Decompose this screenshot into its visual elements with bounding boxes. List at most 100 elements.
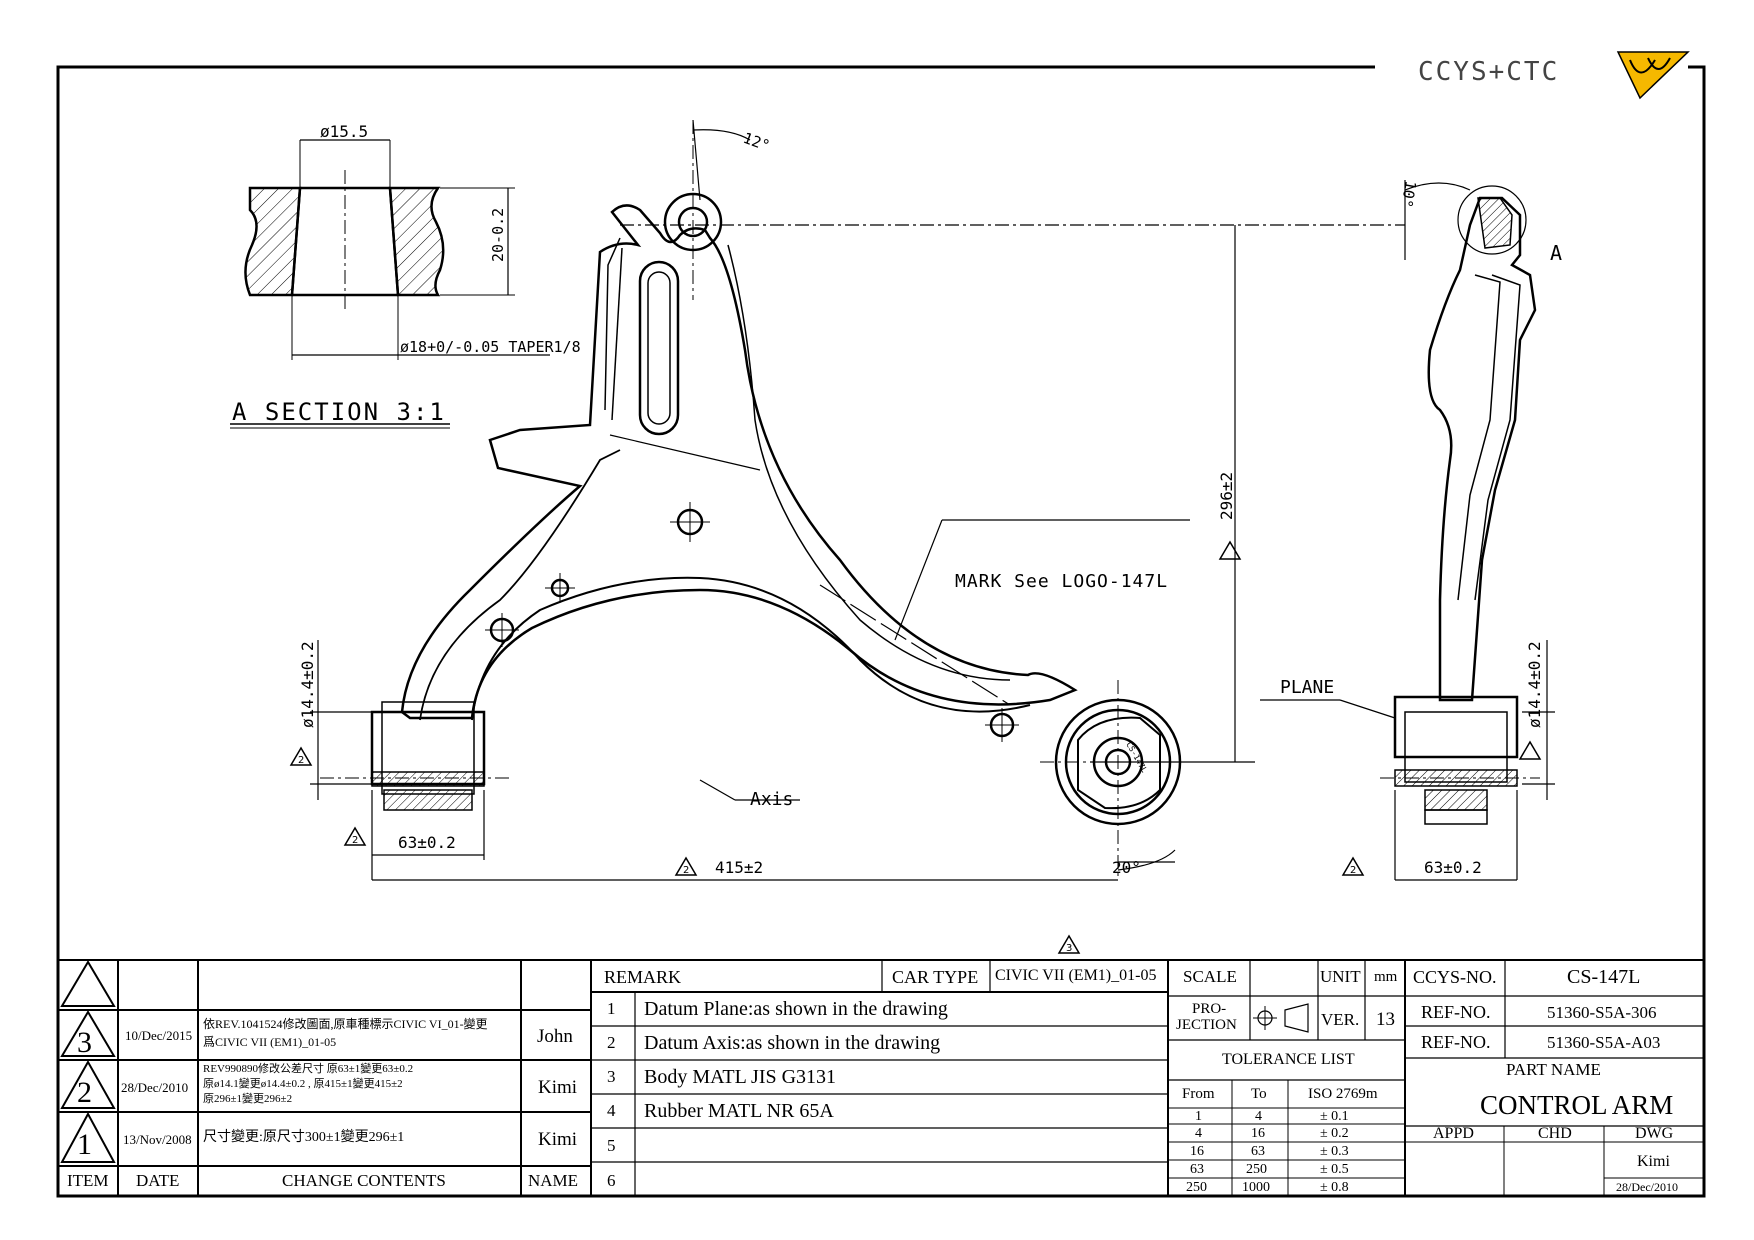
car-type-value: CIVIC VII (EM1)_01-05 xyxy=(995,967,1157,984)
side-view-dimensions xyxy=(1260,180,1555,881)
dim-angle-side: 10° xyxy=(1397,179,1419,209)
tol-from: 1 xyxy=(1195,1109,1202,1124)
tol-header-iso: ISO 2769m xyxy=(1308,1086,1378,1102)
dim-section-height: 20-0.2 xyxy=(489,208,507,262)
remark-n-2: 2 xyxy=(607,1033,616,1052)
rev-name-3: John xyxy=(537,1026,573,1047)
remark-text-3: Body MATL JIS G3131 xyxy=(644,1066,837,1088)
dim-angle-bottom: 20° xyxy=(1112,858,1141,877)
remark-text-2: Datum Axis:as shown in the drawing xyxy=(644,1032,941,1054)
tol-to: 63 xyxy=(1251,1144,1265,1159)
section-a-detail xyxy=(230,139,550,429)
rev-name-2: Kimi xyxy=(538,1077,578,1098)
remark-n-4: 4 xyxy=(607,1101,616,1120)
mark-label: MARK See LOGO-147L xyxy=(955,571,1168,592)
rev-date-2: 28/Dec/2010 xyxy=(121,1080,189,1095)
tol-to: 250 xyxy=(1246,1162,1267,1177)
control-arm-plan-view xyxy=(320,120,1200,880)
tolerance-title: TOLERANCE LIST xyxy=(1222,1051,1355,1068)
tol-from: 63 xyxy=(1190,1162,1204,1177)
part-name-value: CONTROL ARM xyxy=(1480,1090,1674,1120)
dwg-name: Kimi xyxy=(1637,1153,1670,1170)
remark-n-1: 1 xyxy=(607,999,616,1018)
rev-item-1: 1 xyxy=(77,1128,92,1161)
rev-item-3: 3 xyxy=(77,1026,92,1059)
ref-no-label-1: REF-NO. xyxy=(1421,1002,1491,1022)
tol-value: ± 0.1 xyxy=(1320,1109,1349,1124)
appd-label: APPD xyxy=(1433,1125,1474,1142)
tol-to: 1000 xyxy=(1242,1180,1270,1195)
title-block-grid xyxy=(58,959,1704,1196)
tol-to: 16 xyxy=(1251,1126,1265,1141)
tol-value: ± 0.2 xyxy=(1320,1126,1349,1141)
tol-header-from: From xyxy=(1182,1086,1215,1102)
remark-n-6: 6 xyxy=(607,1171,616,1190)
tol-from: 4 xyxy=(1195,1126,1202,1141)
rev-marker-3: 3 xyxy=(1066,943,1072,954)
control-arm-side-view xyxy=(1380,185,1540,825)
logo-mark-icon xyxy=(1616,51,1690,100)
ref-no-value-1: 51360-S5A-306 xyxy=(1547,1003,1657,1022)
tol-from: 16 xyxy=(1190,1144,1204,1159)
part-name-label: PART NAME xyxy=(1506,1060,1601,1079)
axis-label: Axis xyxy=(750,789,793,810)
dwg-label: DWG xyxy=(1635,1125,1674,1142)
dim-length: 415±2 xyxy=(715,858,763,877)
logo-text: CCYS+CTC xyxy=(1418,57,1559,87)
revision-markers xyxy=(289,540,1542,954)
header-date: DATE xyxy=(136,1171,180,1190)
header-item: ITEM xyxy=(67,1171,109,1190)
plane-label: PLANE xyxy=(1280,677,1334,698)
tol-value: ± 0.3 xyxy=(1320,1144,1349,1159)
remark-n-3: 3 xyxy=(607,1067,616,1086)
ccys-no-value: CS-147L xyxy=(1567,966,1641,988)
ref-no-value-2: 51360-S5A-A03 xyxy=(1547,1033,1661,1052)
header-change: CHANGE CONTENTS xyxy=(282,1171,446,1190)
rev-date-1: 13/Nov/2008 xyxy=(123,1132,192,1147)
tol-from: 250 xyxy=(1186,1180,1207,1195)
remark-label: REMARK xyxy=(604,967,682,987)
unit-value: mm xyxy=(1374,969,1398,985)
ver-value: 13 xyxy=(1376,1009,1395,1030)
car-type-label: CAR TYPE xyxy=(892,967,979,987)
ver-label: VER. xyxy=(1321,1010,1360,1029)
projection-label-1: PRO- xyxy=(1192,1001,1227,1017)
tol-value: ± 0.5 xyxy=(1320,1162,1349,1177)
rev-content-3a: 依REV.1041524修改圖面,原車種標示CIVIC VI_01-變更 xyxy=(203,1017,488,1031)
remark-text-4: Rubber MATL NR 65A xyxy=(644,1100,834,1122)
rev-date-3: 10/Dec/2015 xyxy=(125,1028,193,1043)
dim-angle-top: 12° xyxy=(741,129,773,155)
tol-value: ± 0.8 xyxy=(1320,1180,1349,1195)
rev-content-2b: 原ø14.1變更ø14.4±0.2 , 原415±1變更415±2 xyxy=(203,1078,403,1090)
chd-label: CHD xyxy=(1538,1125,1572,1142)
rev-marker-2: 2 xyxy=(298,755,304,766)
dim-width-left: 63±0.2 xyxy=(398,833,456,852)
scale-label: SCALE xyxy=(1183,967,1237,986)
company-logo: CCYS+CTC xyxy=(1418,51,1690,100)
rev-marker-2d: 2 xyxy=(1350,865,1356,876)
remark-n-5: 5 xyxy=(607,1136,616,1155)
dim-dia-left: ø14.4±0.2 xyxy=(298,641,317,728)
rev-marker-2c: 2 xyxy=(683,865,689,876)
rev-item-2: 2 xyxy=(77,1076,92,1109)
dim-section-top: ø15.5 xyxy=(320,122,368,141)
dim-dia-right: ø14.4±0.2 xyxy=(1525,641,1544,728)
rev-marker-2b: 2 xyxy=(352,835,358,846)
ref-no-label-2: REF-NO. xyxy=(1421,1032,1491,1052)
dim-width-right: 63±0.2 xyxy=(1424,858,1482,877)
section-title: A SECTION 3:1 xyxy=(232,398,446,426)
ccys-no-label: CCYS-NO. xyxy=(1413,967,1497,987)
section-letter: A xyxy=(1550,241,1562,265)
rev-content-2c: 原296±1變更296±2 xyxy=(203,1093,293,1105)
rev-content-3b: 爲CIVIC VII (EM1)_01-05 xyxy=(203,1035,337,1049)
projection-label-2: JECTION xyxy=(1176,1017,1237,1033)
dwg-date: 28/Dec/2010 xyxy=(1616,1180,1678,1194)
unit-label: UNIT xyxy=(1320,967,1361,986)
dim-height: 296±2 xyxy=(1217,472,1236,520)
rev-name-1: Kimi xyxy=(538,1129,578,1150)
tol-to: 4 xyxy=(1255,1109,1262,1124)
plan-view-dimensions xyxy=(310,119,1405,881)
tol-header-to: To xyxy=(1251,1086,1267,1102)
remark-text-1: Datum Plane:as shown in the drawing xyxy=(644,998,948,1020)
